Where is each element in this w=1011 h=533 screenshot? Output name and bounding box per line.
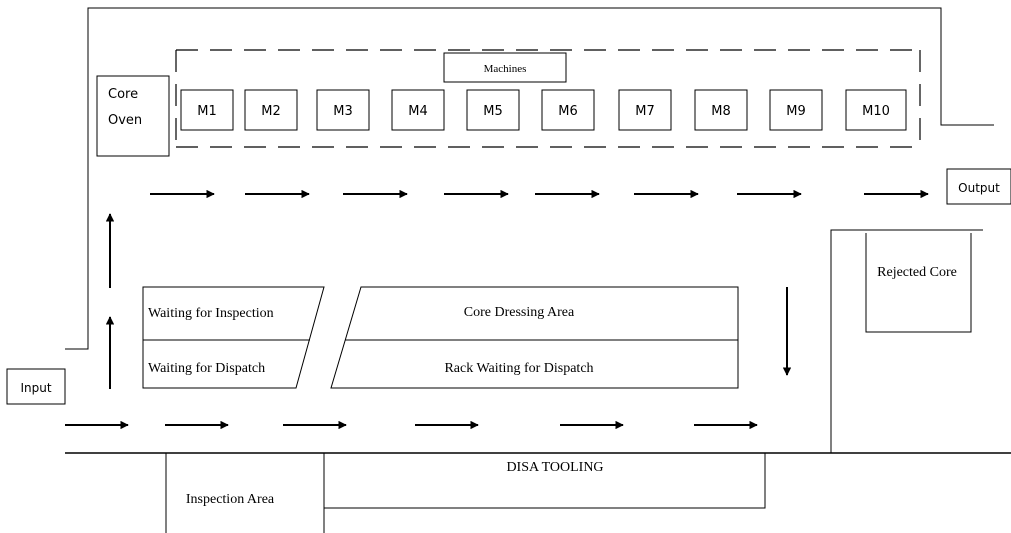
core-oven-label-line1: Core (108, 87, 138, 102)
output-box (946, 168, 1011, 205)
machines-enclosure (175, 49, 921, 148)
machine-m4-label: M4 (408, 104, 428, 119)
machine-m8-box (694, 89, 748, 131)
machine-m8-label: M8 (711, 104, 731, 119)
disa-tooling-label: DISA TOOLING (506, 460, 603, 475)
input-box (6, 368, 66, 405)
inspection-area-box (165, 453, 325, 533)
waiting-for-inspection-label: Waiting for Inspection (148, 306, 274, 321)
machine-m3-label: M3 (333, 104, 353, 119)
machines-label: Machines (484, 63, 527, 75)
machine-m1-label: M1 (197, 104, 217, 119)
machine-m10-label: M10 (862, 104, 890, 119)
machine-m9-box (769, 89, 823, 131)
waiting-for-dispatch-label: Waiting for Dispatch (148, 361, 265, 376)
machine-m9-label: M9 (786, 104, 806, 119)
rejected-core-area: Rejected Core (830, 229, 983, 453)
rack-waiting-label: Rack Waiting for Dispatch (444, 361, 593, 376)
machine-m3-box (316, 89, 370, 131)
inspection-area-label: Inspection Area (186, 492, 275, 507)
core-dressing-label: Core Dressing Area (464, 305, 575, 320)
machine-m2-label: M2 (261, 104, 281, 119)
machine-m2-box (244, 89, 298, 131)
machine-m6-label: M6 (558, 104, 578, 119)
machine-m5-label: M5 (483, 104, 503, 119)
machine-m5-box (466, 89, 520, 131)
output-label: Output (958, 181, 1000, 195)
machine-m10-box (845, 89, 907, 131)
machines-label-box (443, 52, 567, 83)
machine-m4-box (391, 89, 445, 131)
building-outline-upper (65, 7, 994, 350)
machine-m1-box (180, 89, 234, 131)
waiting-area: Waiting for Inspection Waiting for Dispa… (142, 286, 325, 389)
core-oven-label-line2: Oven (108, 113, 142, 128)
machine-row: M1 M2 M3 M4 M5 M6 M7 M8 M9 M10 (180, 89, 907, 131)
machine-m6-box (541, 89, 595, 131)
disa-tooling-box (324, 453, 766, 509)
core-dressing-area: Core Dressing Area Rack Waiting for Disp… (330, 286, 739, 389)
machine-m7-box (618, 89, 672, 131)
core-oven-box (96, 75, 170, 157)
machine-m7-label: M7 (635, 104, 655, 119)
rejected-core-label: Rejected Core (877, 265, 957, 280)
input-label: Input (20, 381, 51, 395)
